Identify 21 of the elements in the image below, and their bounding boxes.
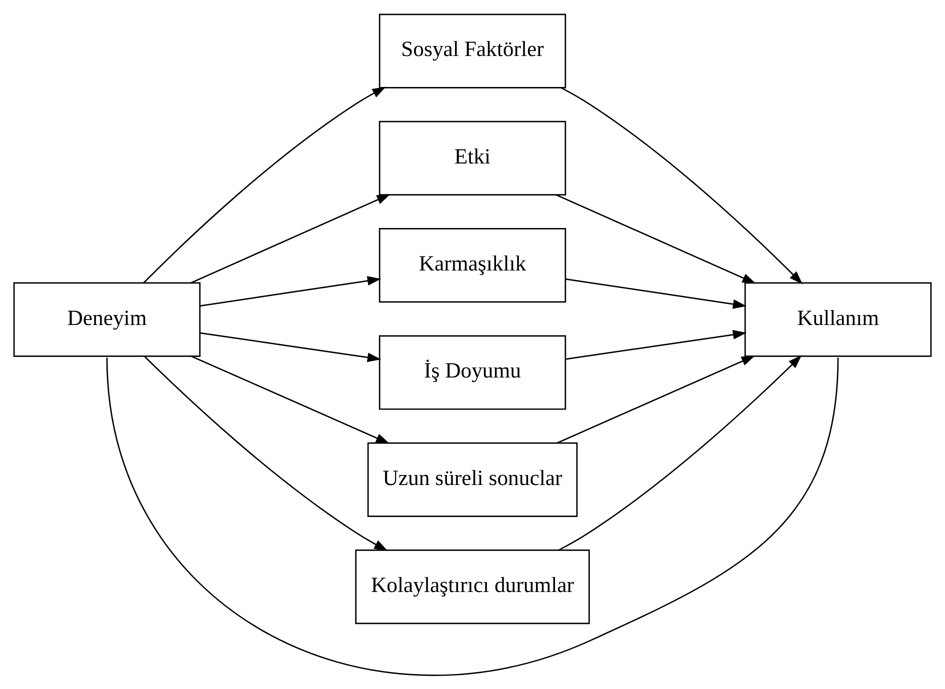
arrow [200,276,382,306]
arrow [191,355,390,444]
node-box: Deneyim [13,282,201,356]
arrow [565,278,747,308]
node-box: Uzun süreli sonuclar [367,442,578,516]
node-box: Kullanım [744,282,932,356]
arrow [556,194,756,284]
arrow [560,86,803,284]
node-box: Karmaşıklık [378,228,566,302]
node-box: Etki [378,120,566,195]
arrow [143,86,386,283]
arrow [200,332,382,362]
arrow [556,355,756,444]
arrow [558,354,802,550]
arrow [565,330,747,360]
node-box: Sosyal Faktörler [378,13,566,88]
node-box: Kolaylaştırıcı durumlar [355,549,590,624]
arrow [144,356,388,550]
node-box: İş Doyumu [378,334,566,410]
connector [106,357,839,675]
arrow [190,194,390,284]
